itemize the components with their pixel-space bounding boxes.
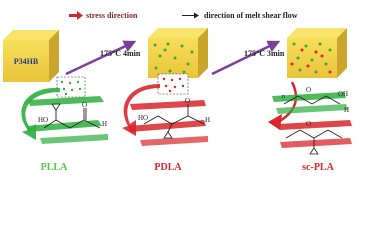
sc-n-label: n: [282, 94, 285, 100]
green-nucleus-dot: [296, 56, 300, 60]
green-nucleus-dot: [328, 48, 332, 52]
green-nucleus-dot: [166, 42, 170, 46]
red-nucleus-dot: [173, 85, 177, 89]
cube-sc-pla: [287, 28, 347, 78]
legend-shear: direction of melt shear flow: [182, 11, 298, 20]
stress-arrow-icon: [69, 11, 83, 20]
diagram-canvas: stress direction direction of melt shear…: [3, 11, 352, 173]
green-nucleus-dot: [182, 70, 186, 74]
curve-arrow-red: [122, 84, 160, 136]
sc-h-label: H: [344, 106, 349, 114]
red-nucleus-dot: [328, 70, 332, 74]
nuclei-box-red: [157, 73, 189, 95]
sc-o-label-1: O: [306, 86, 311, 94]
legend-shear-label: direction of melt shear flow: [204, 11, 298, 20]
green-nucleus-dot: [310, 58, 314, 62]
legend-stress: stress direction: [69, 11, 138, 20]
step-2-label: 175°C 3min: [244, 49, 285, 58]
cube-label: P34HB: [14, 57, 39, 66]
legend: stress direction direction of melt shear…: [69, 11, 298, 20]
cube-plla-nucleated: [148, 28, 208, 78]
green-nucleus-dot: [190, 50, 194, 54]
red-nucleus-dot: [164, 84, 168, 88]
green-nucleus-dot: [62, 87, 66, 91]
step-1-label: 175°C 4min: [100, 49, 141, 58]
red-nucleus-dot: [168, 89, 172, 93]
red-nucleus-dot: [320, 54, 324, 58]
red-nucleus-dot: [181, 84, 185, 88]
green-nucleus-dot: [68, 81, 72, 85]
sc-pla-label: sc-PLA: [302, 162, 334, 173]
pdla-ho-label: HO: [138, 114, 148, 122]
red-nucleus-dot: [178, 77, 182, 81]
plla-o-label: O: [82, 101, 87, 109]
step-arrow-1: 175°C 4min: [65, 40, 141, 76]
red-nucleus-dot: [162, 77, 166, 81]
cube-p34hb: P34HB: [3, 30, 59, 82]
green-nucleus-dot: [324, 62, 328, 66]
green-nucleus-dot: [163, 48, 167, 52]
plla-ho-label: HO: [38, 116, 48, 124]
green-nucleus-dot: [173, 56, 177, 60]
plla-h-label: H: [102, 120, 107, 128]
green-nucleus-dot: [158, 54, 162, 58]
sc-o-label-2: O: [306, 120, 311, 128]
red-nucleus-dot: [170, 78, 174, 82]
red-nucleus-dot: [290, 62, 294, 66]
green-nucleus-dot: [153, 43, 157, 47]
red-nucleus-dot: [300, 48, 304, 52]
step-arrow-2: 175°C 3min: [211, 40, 285, 76]
green-nucleus-dot: [180, 44, 184, 48]
red-nucleus-dot: [314, 50, 318, 54]
nuclei-box-green: [56, 76, 86, 98]
pdla-label: PDLA: [154, 162, 182, 173]
green-nucleus-dot: [314, 70, 318, 74]
red-nucleus-dot: [306, 64, 310, 68]
legend-stress-label: stress direction: [86, 11, 138, 20]
pdla-chain: HO O H PDLA: [128, 97, 210, 173]
shear-arrow-icon: [182, 12, 199, 19]
sc-pla-chain: O OH H n O sc-PLA: [272, 86, 352, 173]
pdla-o-label: O: [185, 97, 190, 105]
plla-label: PLLA: [41, 162, 68, 173]
green-nucleus-dot: [318, 42, 322, 46]
green-nucleus-dot: [298, 68, 302, 72]
pdla-h-label: H: [205, 116, 210, 124]
green-nucleus-dot: [70, 88, 74, 92]
green-nucleus-dot: [292, 42, 296, 46]
green-nucleus-dot: [60, 80, 64, 84]
green-nucleus-dot: [76, 80, 80, 84]
green-nucleus-dot: [186, 62, 190, 66]
green-nucleus-dot: [64, 92, 68, 96]
red-triangle-icon: [268, 114, 282, 130]
green-nucleus-dot: [78, 87, 82, 91]
curve-arrow-green: [21, 87, 60, 140]
green-nucleus-dot: [168, 69, 172, 73]
plla-chain: HO O H PLLA: [26, 96, 108, 173]
sc-oh-label: OH: [338, 90, 348, 98]
green-nucleus-dot: [304, 44, 308, 48]
green-nucleus-dot: [154, 66, 158, 70]
curve-arrow-sc: [277, 81, 298, 124]
